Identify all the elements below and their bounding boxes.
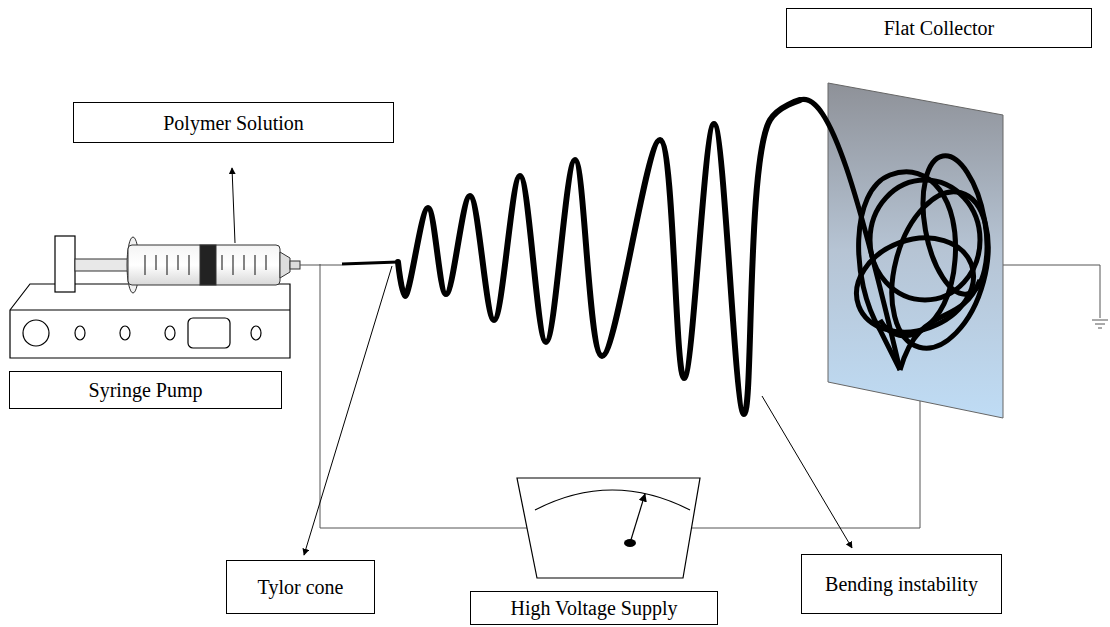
- high-voltage-meter: [517, 478, 700, 578]
- leader-line: [232, 168, 852, 555]
- label-box: High Voltage Supply: [470, 591, 718, 625]
- label-box: Tylor cone: [226, 560, 375, 614]
- label-text: Bending instability: [825, 573, 978, 595]
- label-text: Syringe Pump: [89, 379, 203, 401]
- flat-collector: [828, 83, 1003, 418]
- label-box: Flat Collector: [786, 8, 1092, 48]
- syringe: [75, 237, 398, 293]
- deposited-fibres: [800, 99, 1004, 370]
- ground-symbol: [1092, 320, 1108, 328]
- label-box: Bending instability: [801, 554, 1002, 614]
- label-box: Syringe Pump: [9, 371, 282, 409]
- label-box: Polymer Solution: [73, 102, 394, 143]
- label-text: High Voltage Supply: [510, 597, 677, 619]
- label-text: Tylor cone: [258, 576, 344, 598]
- label-text: Flat Collector: [884, 17, 995, 39]
- syringe-pump: [10, 236, 290, 358]
- polymer-jet: [398, 100, 800, 414]
- label-text: Polymer Solution: [163, 112, 304, 134]
